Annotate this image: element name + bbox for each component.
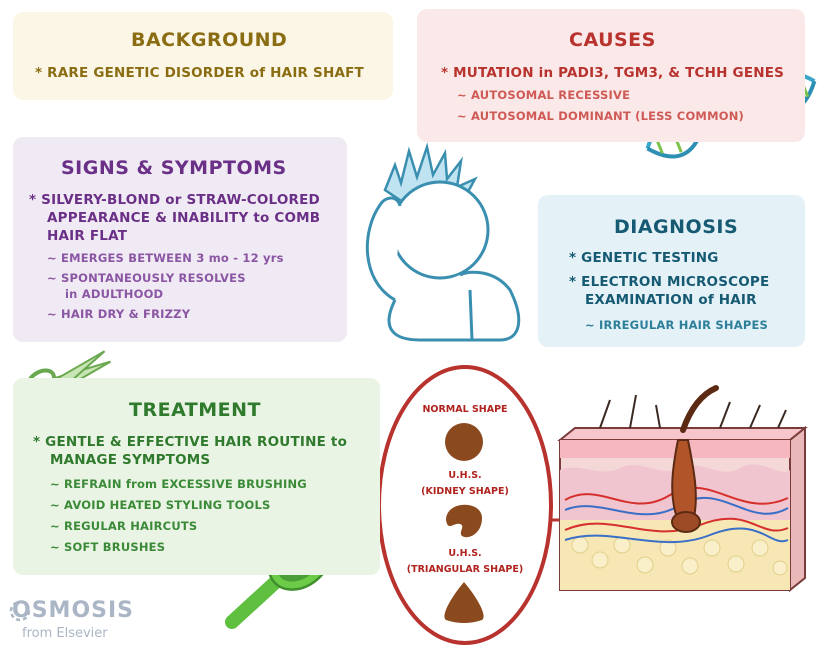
causes-title: CAUSES [569, 29, 656, 51]
osmosis-logo-icon [9, 600, 31, 622]
background-item: * RARE GENETIC DISORDER of HAIR SHAFT [35, 65, 364, 81]
treatment-main-line-1: * GENTLE & EFFECTIVE HAIR ROUTINE to [33, 434, 348, 450]
normal-hair-shape [445, 423, 483, 461]
treatment-sub-brushes: ~ SOFT BRUSHES [50, 540, 166, 554]
kidney-shape-label-1: U.H.S. [448, 470, 482, 481]
kidney-shape-label-2: (KIDNEY SHAPE) [421, 486, 509, 497]
treatment-sub-brushing: ~ REFRAIN from EXCESSIVE BRUSHING [50, 477, 307, 491]
signs-sub-emerges: ~ EMERGES BETWEEN 3 mo - 12 yrs [47, 251, 284, 265]
diagnosis-title: DIAGNOSIS [614, 216, 739, 238]
triangular-hair-shape [444, 582, 484, 623]
background-panel: BACKGROUND * RARE GENETIC DISORDER of HA… [13, 12, 393, 100]
treatment-sub-heated: ~ AVOID HEATED STYLING TOOLS [50, 498, 271, 512]
logo-name: OSMOSIS [12, 598, 135, 623]
diagnosis-item-microscope: * ELECTRON MICROSCOPE [569, 274, 770, 290]
causes-panel: CAUSES * MUTATION in PADI3, TGM3, & TCHH… [417, 9, 805, 142]
background-title: BACKGROUND [131, 29, 288, 51]
signs-sub-frizzy: ~ HAIR DRY & FRIZZY [47, 307, 191, 321]
causes-sub-dominant: ~ AUTOSOMAL DOMINANT (LESS COMMON) [457, 109, 744, 123]
signs-main-line-2: APPEARANCE & INABILITY to COMB [47, 210, 321, 226]
triangular-shape-label-2: (TRIANGULAR SHAPE) [406, 564, 524, 575]
causes-main: * MUTATION in PADI3, TGM3, & TCHH GENES [441, 65, 785, 81]
skin-cross-section-icon [557, 385, 808, 593]
signs-main-line-3: HAIR FLAT [47, 228, 128, 244]
normal-shape-label: NORMAL SHAPE [422, 404, 508, 415]
child-scratching-head-icon [365, 142, 521, 342]
causes-sub-recessive: ~ AUTOSOMAL RECESSIVE [457, 88, 631, 102]
signs-title: SIGNS & SYMPTOMS [61, 157, 287, 179]
diagnosis-item-examination: EXAMINATION of HAIR [585, 292, 757, 308]
treatment-panel: TREATMENT * GENTLE & EFFECTIVE HAIR ROUT… [13, 378, 380, 575]
diagnosis-panel: DIAGNOSIS * GENETIC TESTING * ELECTRON M… [538, 195, 805, 347]
triangular-shape-label-1: U.H.S. [448, 548, 482, 559]
treatment-main-line-2: MANAGE SYMPTOMS [50, 452, 211, 468]
logo-sub: from Elsevier [22, 626, 108, 641]
signs-sub-resolves: ~ SPONTANEOUSLY RESOLVES [47, 271, 246, 285]
signs-sub-adulthood: in ADULTHOOD [65, 287, 164, 301]
kidney-hair-shape [446, 504, 482, 538]
diagnosis-sub-irregular: ~ IRREGULAR HAIR SHAPES [585, 318, 768, 332]
treatment-title: TREATMENT [129, 399, 262, 421]
signs-main-line-1: * SILVERY-BLOND or STRAW-COLORED [29, 192, 320, 208]
treatment-sub-haircuts: ~ REGULAR HAIRCUTS [50, 519, 198, 533]
diagnosis-item-genetic: * GENETIC TESTING [569, 250, 719, 266]
signs-symptoms-panel: SIGNS & SYMPTOMS * SILVERY-BLOND or STRA… [13, 137, 347, 342]
